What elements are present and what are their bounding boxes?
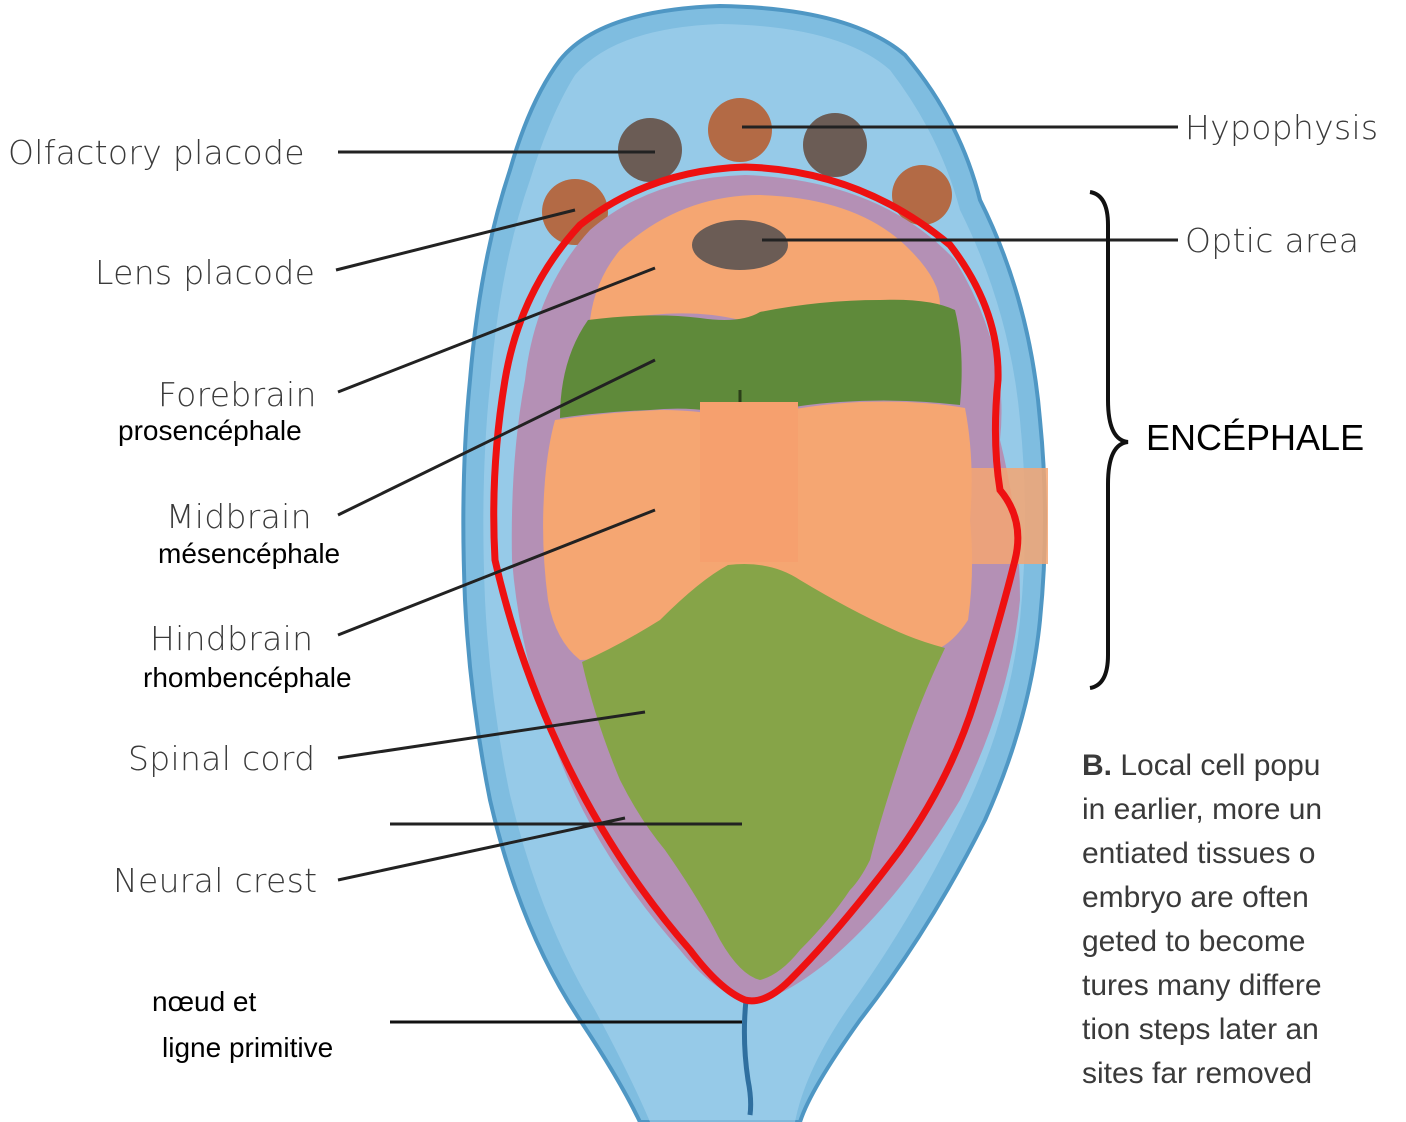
caption-line-7: tion steps later an — [1082, 1008, 1406, 1052]
label-prosencephale: prosencéphale — [118, 417, 302, 445]
caption-line-6: tures many differe — [1082, 964, 1406, 1008]
label-hypophysis: Hypophysis — [1185, 111, 1378, 144]
label-encephale: ENCÉPHALE — [1146, 420, 1364, 456]
caption-line-1: B. Local cell popu — [1082, 744, 1406, 788]
encephale-brace — [1090, 192, 1128, 688]
label-hindbrain: Hindbrain — [150, 622, 313, 655]
placode-hypophysis — [708, 98, 772, 162]
label-lens-placode: Lens placode — [95, 256, 315, 289]
label-mesencephale: mésencéphale — [158, 540, 340, 568]
caption-line-8: sites far removed — [1082, 1052, 1406, 1096]
label-neural-crest: Neural crest — [113, 864, 317, 897]
label-optic-area: Optic area — [1185, 224, 1359, 257]
optic-area-spot — [692, 220, 788, 270]
caption-bold: B. — [1082, 749, 1112, 782]
caption-line-5: geted to become — [1082, 920, 1406, 964]
caption-line-4: embryo are often — [1082, 876, 1406, 920]
label-ligne-primitive: ligne primitive — [162, 1034, 333, 1062]
label-rhombencephale: rhombencéphale — [143, 664, 352, 692]
hindbrain-patch-right — [798, 468, 1048, 564]
caption-line-3: entiated tissues o — [1082, 832, 1406, 876]
midbrain-band — [560, 300, 962, 418]
hindbrain-patch — [700, 402, 798, 562]
figure-caption: B. Local cell popu in earlier, more un e… — [1082, 744, 1406, 1096]
label-midbrain: Midbrain — [166, 500, 312, 533]
label-olfactory-placode: Olfactory placode — [8, 136, 305, 169]
label-noeud: nœud et — [152, 988, 256, 1016]
placode-olfactory-left — [618, 118, 682, 182]
label-forebrain: Forebrain — [158, 378, 317, 411]
label-spinal-cord: Spinal cord — [128, 742, 315, 775]
caption-line-2: in earlier, more un — [1082, 788, 1406, 832]
placode-olfactory-right — [803, 113, 867, 177]
placode-lens-right — [892, 165, 952, 225]
